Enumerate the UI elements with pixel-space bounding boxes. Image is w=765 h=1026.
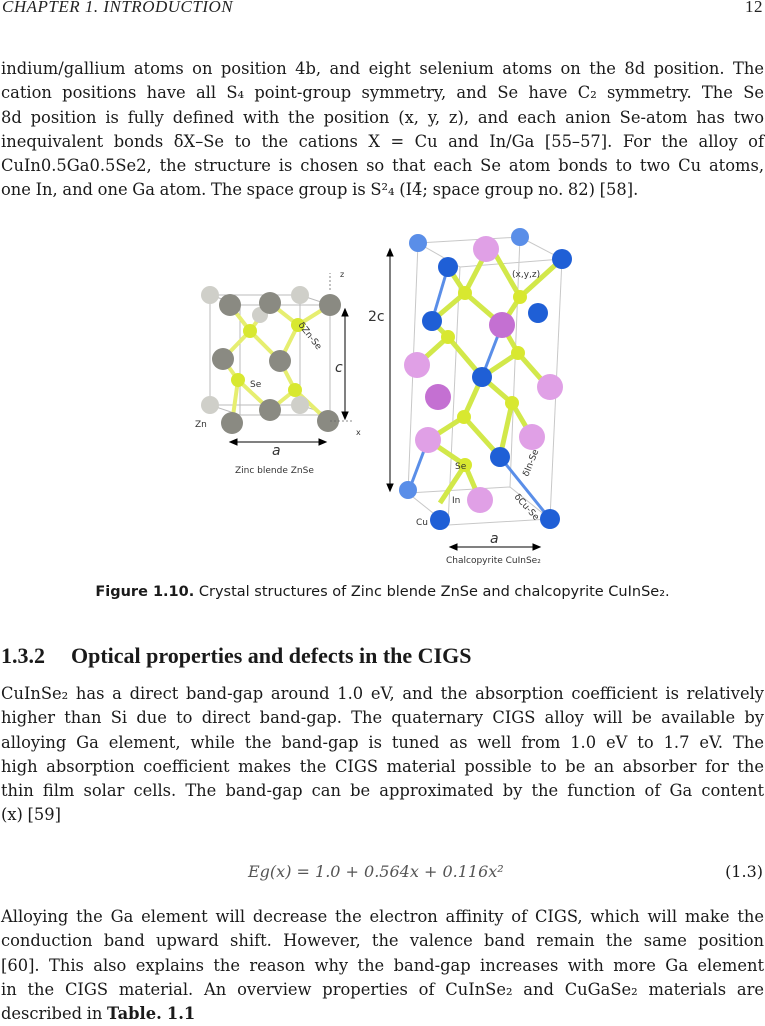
text-line: inequivalent bonds δX–Se to the cations … xyxy=(1,131,764,151)
chalcopyrite-structure: 2c a (x,y,z) Se In Cu δIn-Se δCu-Se Chal… xyxy=(368,228,572,566)
lattice-a-label: a xyxy=(272,443,281,459)
xyz-label: (x,y,z) xyxy=(512,270,540,280)
text-line: described in Table. 1.1 xyxy=(1,1002,764,1026)
in-atoms xyxy=(404,236,563,513)
text-line: higher than Si due to direct band-gap. T… xyxy=(1,708,764,728)
chapter-title: CHAPTER 1. INTRODUCTION xyxy=(2,0,234,16)
table-reference-link[interactable]: Table. 1.1 xyxy=(107,1004,196,1024)
crystal-structure-figure: z x c a Se Zn δZn-Se Zinc blende ZnSe xyxy=(195,228,572,566)
text-line: indium/gallium atoms on position 4b, and… xyxy=(1,59,764,78)
se-atoms-chalcopyrite xyxy=(441,286,527,472)
text-line: cation positions have all S₄ point-group… xyxy=(1,83,764,103)
text-line: [60]. This also explains the reason why … xyxy=(1,955,764,975)
lattice-2c-label: 2c xyxy=(368,309,385,325)
se-label: Se xyxy=(250,380,262,390)
figure-caption: Figure 1.10. Crystal structures of Zinc … xyxy=(0,584,765,600)
text-line: 8d position is fully defined with the po… xyxy=(1,107,764,127)
text-line: alloying Ga element, while the band-gap … xyxy=(1,732,764,752)
text-line: conduction band upward shift. However, t… xyxy=(1,931,764,951)
equation-1-3: Eg(x) = 1.0 + 0.564x + 0.116x² (1.3) xyxy=(0,862,765,886)
section-number: 1.3.2 xyxy=(1,643,45,668)
text-line: (x) [59] xyxy=(1,805,61,825)
paragraph-crystal-structure: indium/gallium atoms on position 4b, and… xyxy=(1,57,764,203)
se-atoms xyxy=(231,318,305,397)
figure-label: Figure 1.10. xyxy=(95,584,195,600)
bond-in-se-label: δIn-Se xyxy=(522,448,542,478)
page-number: 12 xyxy=(745,0,763,16)
equation-number: (1.3) xyxy=(725,862,763,881)
zinc-blende-structure: z x c a Se Zn δZn-Se Zinc blende ZnSe xyxy=(195,270,361,476)
text-line: high absorption coefficient makes the CI… xyxy=(1,756,764,776)
cu-label: Cu xyxy=(416,518,428,528)
zn-label: Zn xyxy=(195,420,207,430)
zinc-blende-caption: Zinc blende ZnSe xyxy=(235,466,314,476)
text-line: Alloying the Ga element will decrease th… xyxy=(1,907,764,926)
in-label: In xyxy=(452,496,460,506)
lattice-c-label: c xyxy=(335,360,343,376)
section-title: Optical properties and defects in the CI… xyxy=(71,643,472,668)
paragraph-optical-properties: CuInSe₂ has a direct band-gap around 1.0… xyxy=(1,682,764,828)
lattice-a-label-right: a xyxy=(490,531,499,547)
text-line: CuIn0.5Ga0.5Se2, the structure is chosen… xyxy=(1,156,764,176)
text-line: CuInSe₂ has a direct band-gap around 1.0… xyxy=(1,684,764,703)
running-header: CHAPTER 1. INTRODUCTION 12 xyxy=(0,0,765,20)
cu-atoms xyxy=(399,228,572,530)
chalcopyrite-caption: Chalcopyrite CuInSe₂ xyxy=(446,556,541,566)
zn-atoms xyxy=(201,286,341,434)
paragraph-alloying: Alloying the Ga element will decrease th… xyxy=(1,905,764,1026)
text-line: in the CIGS material. An overview proper… xyxy=(1,979,764,999)
text-line: one In, and one Ga atom. The space group… xyxy=(1,180,639,200)
axis-z-label: z xyxy=(340,270,344,279)
se-label-right: Se xyxy=(455,462,467,472)
axis-x-label: x xyxy=(356,428,361,437)
text-line-prefix: described in xyxy=(1,1004,108,1024)
section-heading: 1.3.2 Optical properties and defects in t… xyxy=(1,643,471,669)
text-line: thin film solar cells. The band-gap can … xyxy=(1,781,764,801)
equation-text: Eg(x) = 1.0 + 0.564x + 0.116x² xyxy=(248,862,504,881)
figure-caption-text: Crystal structures of Zinc blende ZnSe a… xyxy=(194,584,670,600)
